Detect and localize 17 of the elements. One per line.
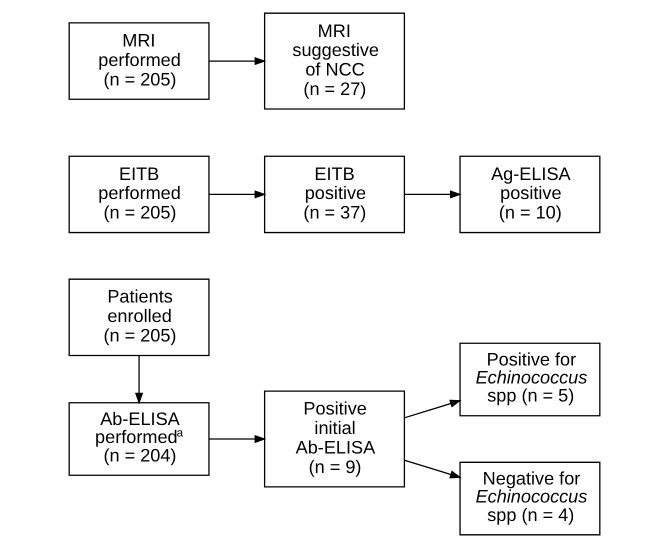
arrow [404, 400, 462, 418]
node-box: MRI suggestive of NCC (n = 27) [263, 12, 405, 110]
node-box: EITB performed (n = 205) [68, 156, 210, 234]
node-box: Ag-ELISA positive (n = 10) [458, 156, 600, 234]
node-box: Patients enrolled (n = 205) [68, 278, 210, 356]
arrow [208, 434, 266, 444]
node-box: Positive initial Ab-ELISA (n = 9) [263, 390, 405, 488]
arrow [404, 460, 462, 478]
arrow [404, 190, 462, 198]
node-box: EITB positive (n = 37) [263, 156, 405, 234]
arrow [208, 57, 266, 66]
node-box: Positive for Echinococcus spp (n = 5) [458, 342, 600, 416]
node-box: Negative for Echinococcus spp (n = 4) [458, 462, 600, 536]
node-box: MRI performed (n = 205) [68, 22, 210, 100]
node-box: Ab-ELISA performed$^{a}$ (n = 204) [68, 402, 210, 476]
arrow [134, 356, 143, 404]
arrow [208, 190, 266, 198]
